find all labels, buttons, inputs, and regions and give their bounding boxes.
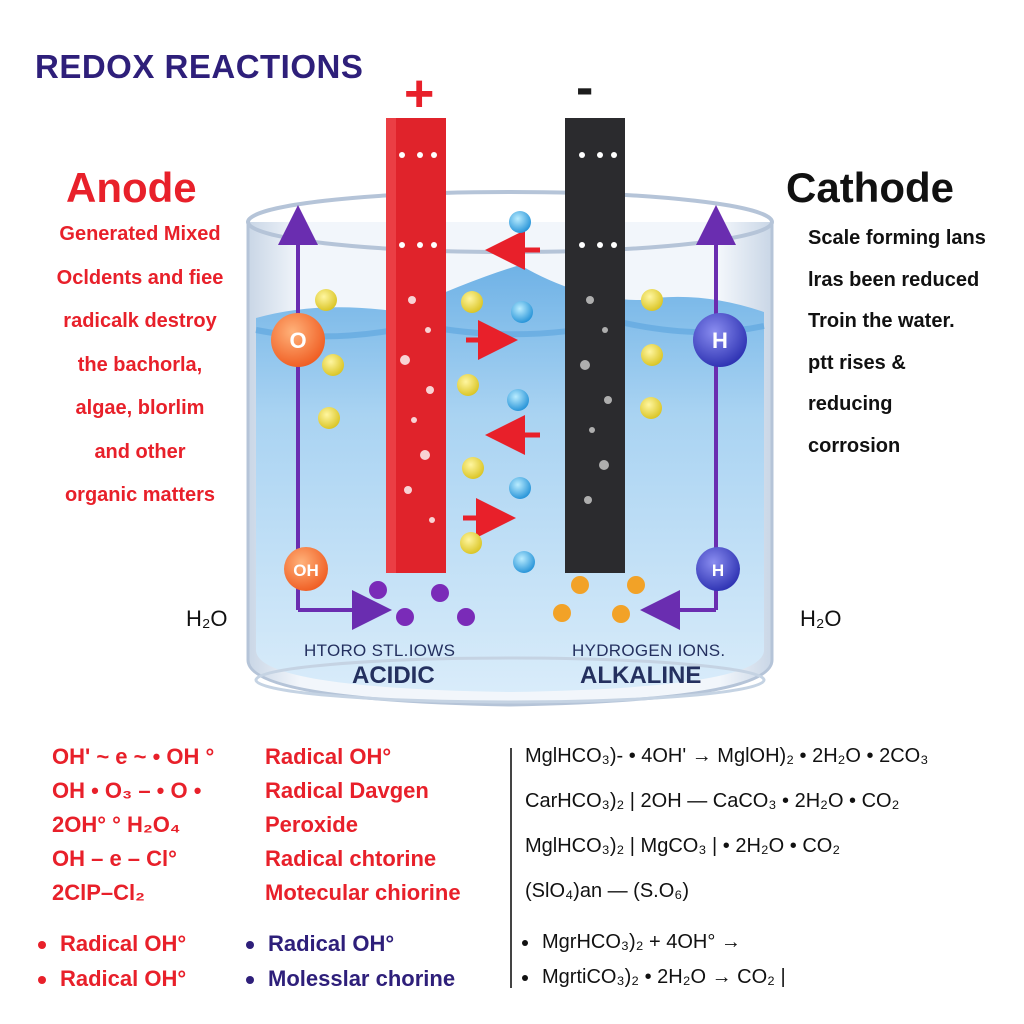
anode-product: Motecular chiorine <box>265 880 461 905</box>
anode-oxygen-bubble-label: O <box>289 328 306 353</box>
anode-products: Radical OH° Radical Davgen Peroxide Radi… <box>265 742 461 912</box>
bullet-item: Radical OH° <box>246 931 394 957</box>
bullet-text: Radical OH° <box>60 966 187 991</box>
cathode-heading: Cathode <box>786 164 954 211</box>
anode-line: the bachorla, <box>77 353 203 376</box>
anode-line: Generated Mixed <box>59 223 221 245</box>
cathode-equation: CarHCO₃)₂ | 2OH — CaCO₃ • 2H₂O • CO₂ <box>525 790 900 812</box>
positive-terminal-sign: + <box>404 65 435 123</box>
bullet-item: Molesslar chorine <box>246 966 455 992</box>
ion-particles <box>315 211 663 626</box>
anode-equation: OH • O₃ – • O • <box>52 778 202 803</box>
cathode-ion-label: HYDROGEN IONS. <box>572 641 726 660</box>
negative-terminal-sign: - <box>576 59 594 117</box>
bullet-text: MgrHCO₃)₂ + 4OH° → <box>542 931 741 953</box>
anode-equation: 2ClP–Cl₂ <box>52 880 145 905</box>
anode-product: Radical OH° <box>265 744 392 769</box>
anode-product: Radical Davgen <box>265 778 429 803</box>
anode-line: algae, blorlim <box>75 397 205 419</box>
page-title: REDOX REACTIONS <box>35 48 364 85</box>
alkaline-label: ALKALINE <box>580 662 702 689</box>
cathode-equation: MglHCO₃)- • 4OH' → MglOH)₂ • 2H₂O • 2CO₃ <box>525 745 929 767</box>
anode-equation: OH – e – Cl° <box>52 846 177 871</box>
cathode-description: Scale forming lans lras been reduced Tro… <box>808 224 1018 473</box>
anode-heading: Anode <box>66 164 197 211</box>
anode-oxygen-bubble <box>271 313 325 367</box>
bullet-item: Radical OH° <box>38 966 186 992</box>
anode-water-label: H₂O <box>186 606 228 631</box>
anode-product: Peroxide <box>265 812 358 837</box>
anode-equations: OH' ~ e ~ • OH ° OH • O₃ – • O • 2OH° ° … <box>52 742 214 912</box>
anode-ion-label: HTORO STL.IOWS <box>304 641 456 660</box>
anode-hydroxide-bubble-label: OH <box>293 561 319 580</box>
acidic-label: ACIDIC <box>352 662 435 689</box>
anode-product: Radical chtorine <box>265 846 437 871</box>
anode-hydroxide-bubble <box>284 547 328 591</box>
cathode-hydrogen-bubble-label: H <box>712 328 728 353</box>
anode-description: Generated Mixed Ocldents and fiee radica… <box>30 220 250 525</box>
cathode-equation: MglHCO₃)₂ | MgCO₃ | • 2H₂O • CO₂ <box>525 835 841 857</box>
cathode-line: Troin the water. <box>808 310 955 332</box>
cathode-equations: MglHCO₃)- • 4OH' → MglOH)₂ • 2H₂O • 2CO₃… <box>525 740 928 920</box>
anode-line: organic matters <box>64 484 216 506</box>
cathode-equation: (SlO₄)an — (S.O₆) <box>525 880 690 902</box>
cathode-water-label: H₂O <box>800 606 842 631</box>
cathode-electrode <box>565 118 625 573</box>
bullet-item: Radical OH° <box>38 931 186 957</box>
anode-equation: 2OH° ° H₂O₄ <box>52 812 181 837</box>
bullet-text: Radical OH° <box>268 931 395 956</box>
cathode-line: ptt rises & <box>808 351 906 374</box>
cathode-line: lras been reduced <box>808 268 980 291</box>
cathode-hydrogen-bottom-bubble <box>696 547 740 591</box>
bullet-item: MgrHCO₃)₂ + 4OH° → <box>522 931 741 954</box>
anode-line: Ocldents and fiee <box>56 266 224 289</box>
cathode-line: reducing <box>808 393 893 415</box>
bullet-text: Radical OH° <box>60 931 187 956</box>
bullet-text: Molesslar chorine <box>268 966 456 991</box>
bullet-text: MgrtiCO₃)₂ • 2H₂O → CO₂ | <box>542 966 786 988</box>
cathode-line: corrosion <box>808 434 901 457</box>
anode-line: and other <box>94 440 186 463</box>
anode-line: radicalk destroy <box>63 310 217 332</box>
cathode-line: Scale forming lans <box>808 227 986 249</box>
cathode-hydrogen-bottom-bubble-label: H <box>712 561 724 580</box>
equations-divider <box>510 748 512 988</box>
bullet-item: MgrtiCO₃)₂ • 2H₂O → CO₂ | <box>522 966 786 989</box>
ion-migration-arrows <box>463 230 540 538</box>
cathode-hydrogen-bubble <box>693 313 747 367</box>
anode-equation: OH' ~ e ~ • OH ° <box>52 744 215 769</box>
